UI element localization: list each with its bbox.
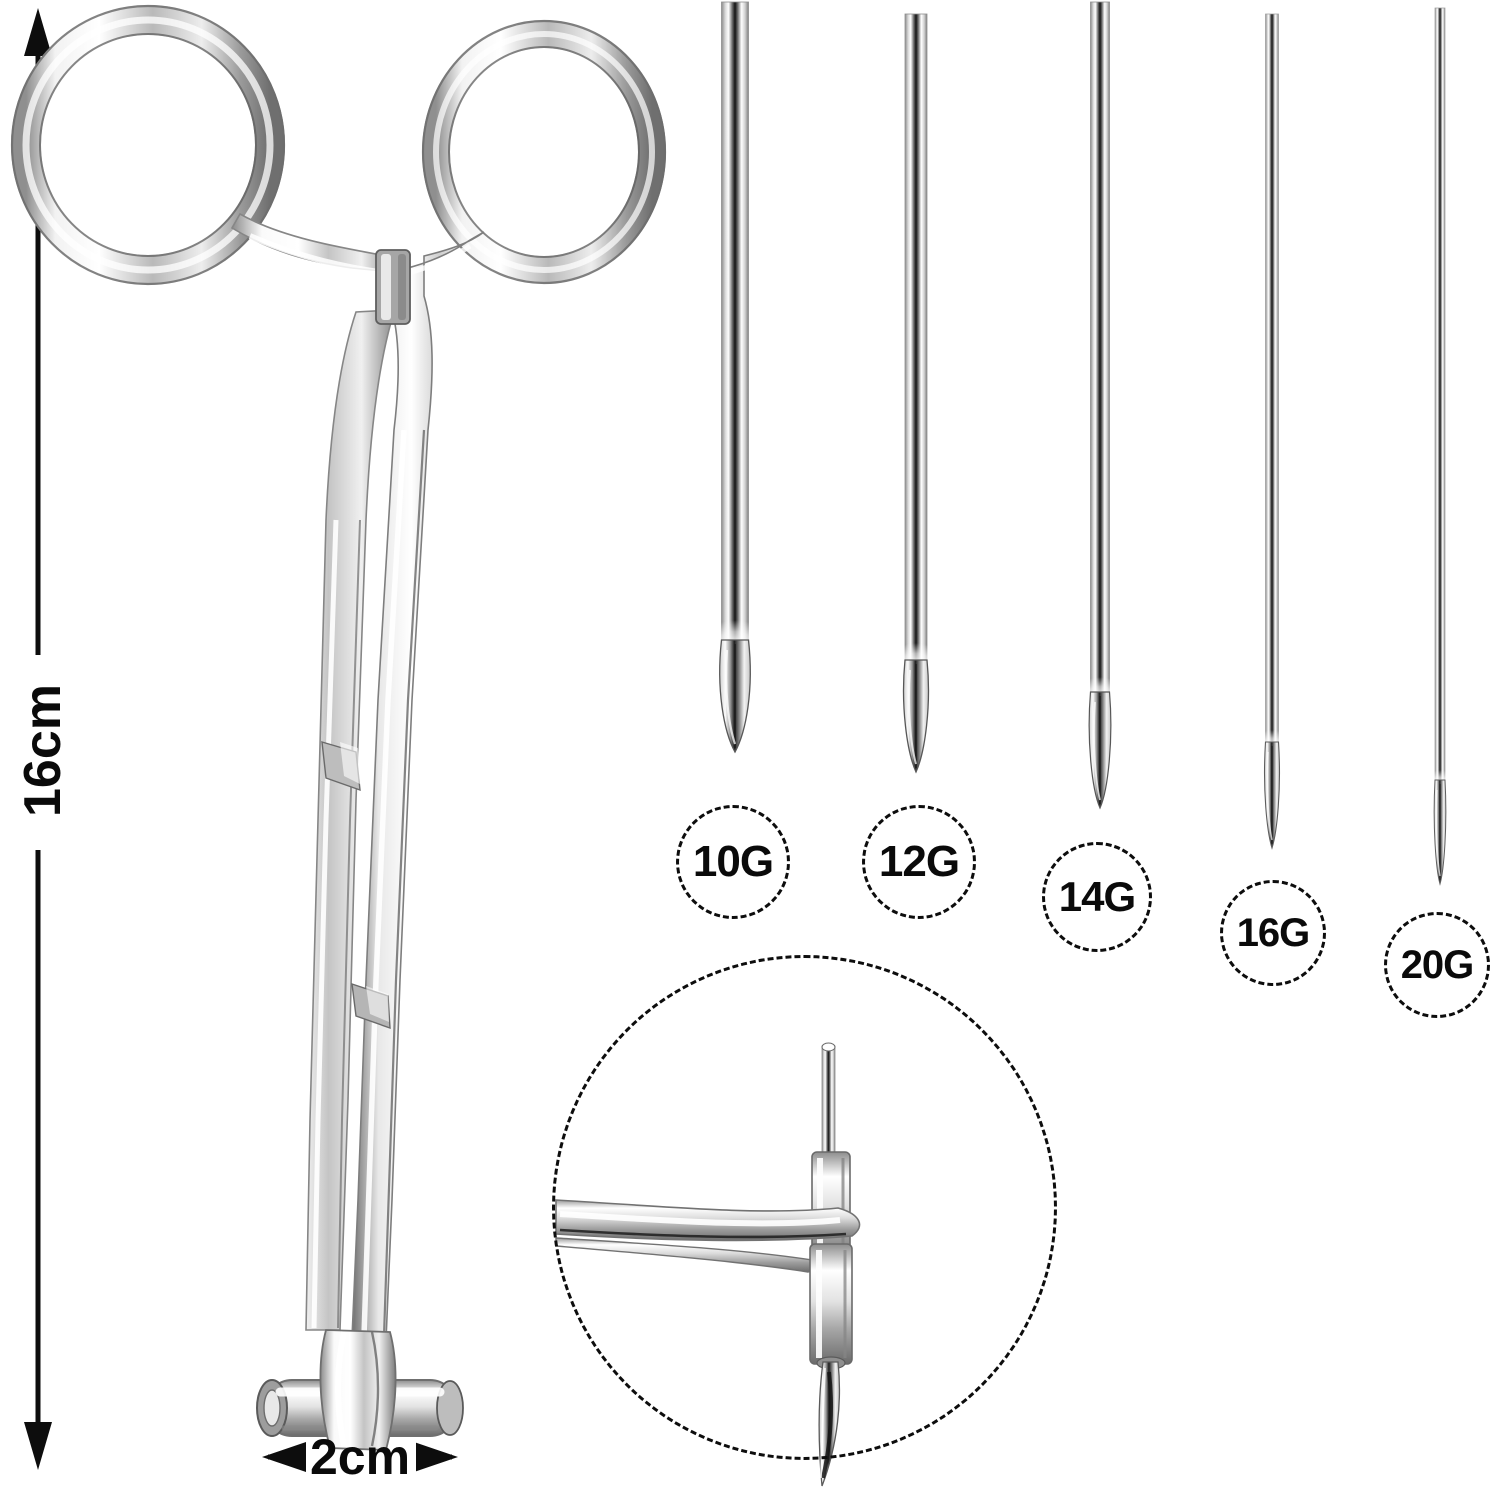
forceps-jaw-tip [256, 1329, 464, 1451]
gauge-badge-10g: 10G [676, 805, 790, 919]
height-dimension-line [14, 8, 62, 1470]
needle-14g [1074, 1, 1126, 810]
gauge-label-10g: 10G [692, 837, 774, 886]
gauge-label-20g: 20G [1400, 943, 1475, 987]
height-dimension-label: 16cm [14, 684, 72, 817]
gauge-badge-12g: 12G [862, 805, 976, 919]
needle-20g [1422, 7, 1458, 886]
gauge-label-14g: 14G [1058, 873, 1136, 920]
gauge-label-16g: 16G [1236, 911, 1311, 955]
detail-callout-circle [552, 955, 1057, 1460]
needle-12g [887, 13, 945, 774]
forceps-ring-right [421, 19, 667, 285]
needle-group [701, 1, 1458, 886]
gauge-badge-20g: 20G [1384, 912, 1490, 1018]
needle-16g [1251, 13, 1293, 850]
needle-10g [701, 1, 769, 754]
gauge-badge-14g: 14G [1042, 842, 1152, 952]
forceps-hinge [375, 249, 411, 325]
width-dimension-label: 2cm [310, 1429, 411, 1485]
gauge-label-12g: 12G [878, 837, 960, 886]
forceps-shank-notches [321, 741, 391, 1030]
gauge-badge-16g: 16G [1220, 880, 1326, 986]
piercing-forceps [10, 4, 667, 1451]
forceps-ring-left [10, 4, 286, 286]
